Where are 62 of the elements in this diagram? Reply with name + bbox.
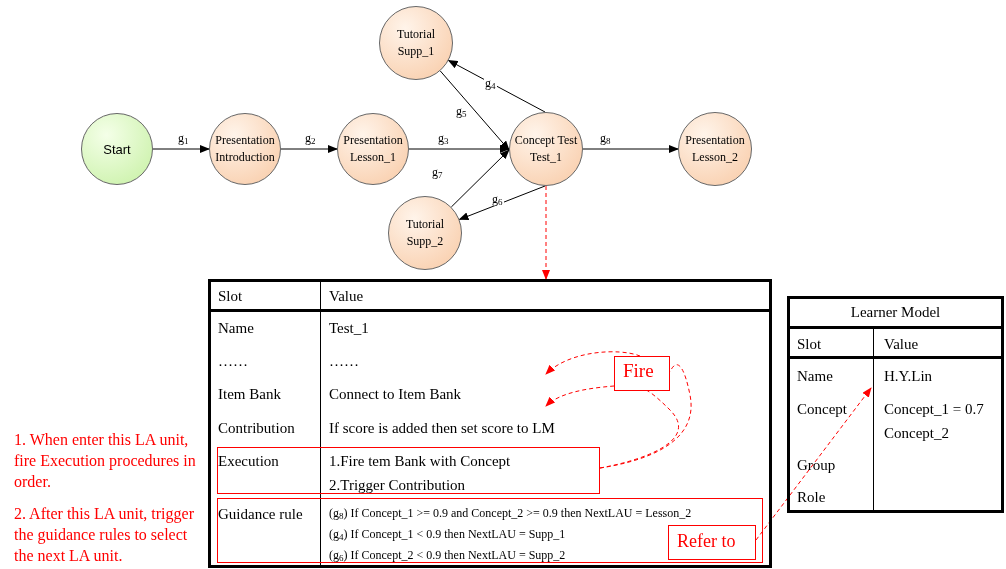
table-cell-text: Name xyxy=(797,367,833,386)
table-cell-text: Guidance rule xyxy=(218,505,303,524)
dashed-arrow xyxy=(545,351,641,375)
node-label: Supp_2 xyxy=(406,233,444,250)
table-cell-text: If score is added then set score to LM xyxy=(329,419,555,438)
arrow xyxy=(582,145,679,153)
table-cell-text: Contribution xyxy=(218,419,295,438)
node-label: Start xyxy=(103,140,131,158)
table-cell-text: Slot xyxy=(797,335,822,354)
node-label: Presentation xyxy=(215,132,275,149)
callout-text: Refer to xyxy=(677,531,736,551)
arrow xyxy=(458,185,546,220)
table-cell-text: Concept xyxy=(797,400,847,419)
arrow xyxy=(439,70,510,151)
table-cell-text: 2.Trigger Contribution xyxy=(329,476,466,495)
table-cell-text: Value xyxy=(329,287,364,306)
table-title: Learner Model xyxy=(849,303,942,322)
table-cell-text: Role xyxy=(797,488,826,507)
arrow xyxy=(152,145,210,153)
arrow xyxy=(408,145,510,153)
note-text: 1. When enter this LA unit, fire Execution procedures in order. xyxy=(14,430,197,492)
node-label: Presentation xyxy=(685,132,745,149)
refer-callout-box xyxy=(668,525,756,560)
table-cell-text: 1.Fire tem Bank with Concept xyxy=(329,452,511,471)
node-label: Presentation xyxy=(343,132,403,149)
rule-text: (g$_{4}$) If Concept_1 < 0.9 then NextLAU = Supp_1 xyxy=(329,526,566,544)
table-cell-text: Connect to Item Bank xyxy=(329,385,462,404)
execution-row-box xyxy=(217,447,600,494)
table-cell-text: Test_1 xyxy=(329,319,369,338)
note-text: 2. After this LA unit, trigger the guidance rules to select the next LA unit. xyxy=(14,504,195,566)
node-label: Tutorial xyxy=(405,216,445,233)
fire-callout-box xyxy=(614,356,670,391)
node-label: Lesson_1 xyxy=(350,149,396,166)
node-label: Concept Test xyxy=(514,132,578,149)
arrow xyxy=(447,59,546,113)
dashed-arrow xyxy=(545,385,615,407)
node-label: Test_1 xyxy=(530,149,562,166)
table-cell-text: Slot xyxy=(218,287,243,306)
node-label: Tutorial xyxy=(396,26,436,43)
callout-text: Fire xyxy=(623,361,654,381)
table-cell-text: …… xyxy=(329,352,359,371)
table-cell-text: Concept_2 xyxy=(884,424,949,443)
table-cell-text: Item Bank xyxy=(218,385,281,404)
table-cell-text: …… xyxy=(218,352,248,371)
table-cell-text: Value xyxy=(884,335,919,354)
table-cell-text: Group xyxy=(797,456,836,475)
edge-label: g$_{4}$ xyxy=(484,76,497,90)
table-cell-text: Execution xyxy=(218,452,279,471)
arrow xyxy=(450,149,510,208)
node-label: Supp_1 xyxy=(397,43,435,60)
dashed-arrow xyxy=(542,185,550,280)
table-cell-text: Name xyxy=(218,319,254,338)
la-unit-table xyxy=(208,279,772,568)
node-label: Introduction xyxy=(215,149,275,166)
rule-text: (g$_{6}$) If Concept_2 < 0.9 then NextLAU = Supp_2 xyxy=(329,547,566,565)
table-cell-text: H.Y.Lin xyxy=(884,367,933,386)
arrow xyxy=(280,145,338,153)
node-label: Lesson_2 xyxy=(692,149,738,166)
learner-model-table xyxy=(787,296,1004,513)
rule-text: (g$_{8}$) If Concept_1 >= 0.9 and Concept_2 >= 0.9 then NextLAU = Lesson_2 xyxy=(329,505,692,523)
table-cell-text: Concept_1 = 0.7 xyxy=(884,400,984,419)
guidance-row-box xyxy=(217,498,763,563)
